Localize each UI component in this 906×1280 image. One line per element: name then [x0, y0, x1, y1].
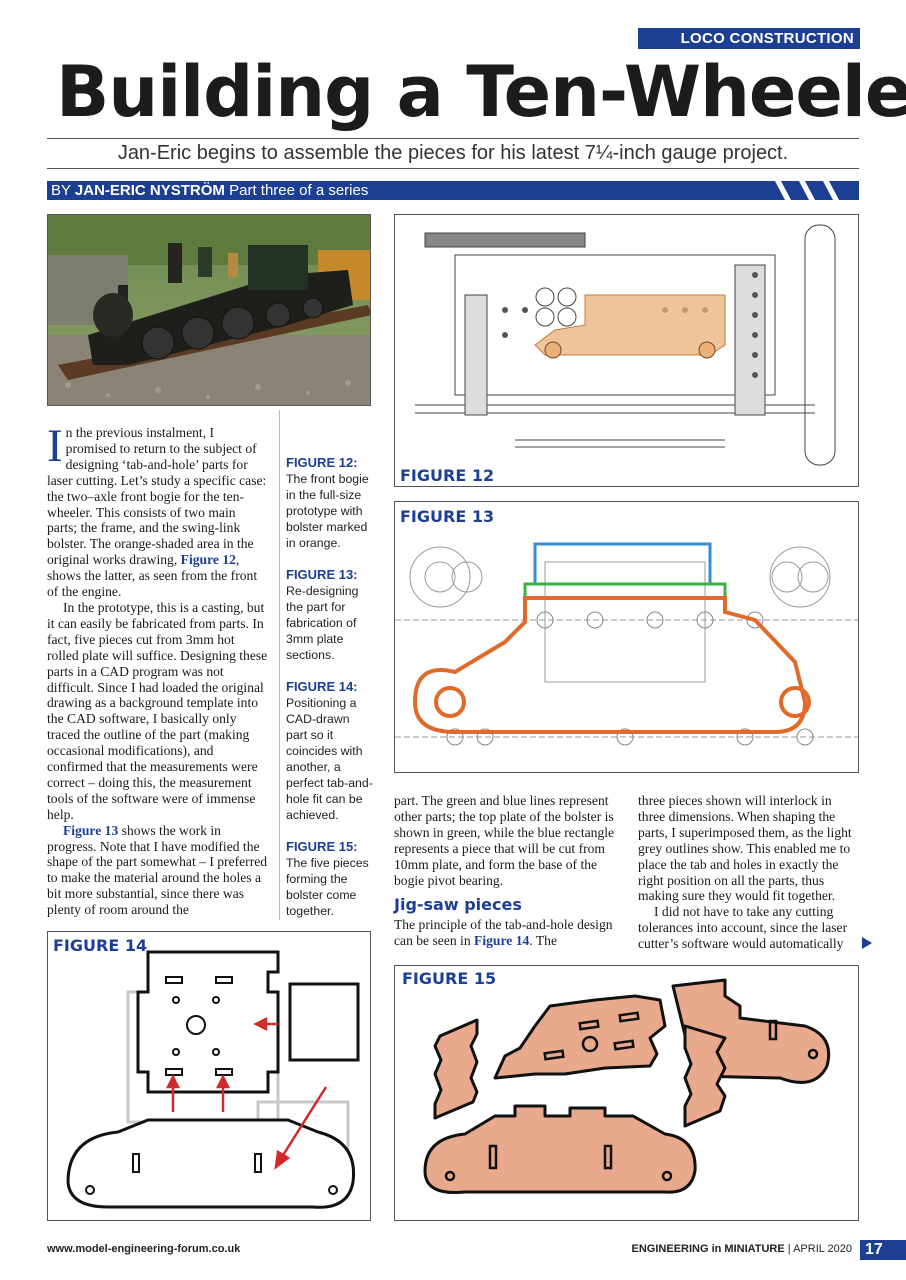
paragraph: I did not have to take any cutting toler…: [638, 904, 848, 952]
paragraph-text: n the previous instalment, I promised to…: [47, 425, 267, 568]
paragraph: In the prototype, this is a casting, but…: [47, 599, 268, 822]
article-title: Building a Ten-Wheeler: [56, 51, 906, 133]
paragraph: three pieces shown will interlock in thr…: [638, 793, 852, 904]
locomotive-photo: [47, 214, 371, 406]
article-column-3: three pieces shown will interlock in thr…: [638, 793, 860, 952]
caption-text: The five pieces forming the bolster come…: [286, 856, 369, 918]
section-subheading: Jig-saw pieces: [394, 895, 522, 915]
article-subtitle: Jan-Eric begins to assemble the pieces f…: [117, 142, 789, 164]
figure-reference: Figure 12: [180, 552, 236, 568]
footer-url[interactable]: www.model-engineering-forum.co.uk: [47, 1243, 241, 1255]
assembled-pieces-drawing: [423, 978, 831, 1195]
figure-13: FIGURE 13: [394, 501, 859, 773]
page-number: 17: [860, 1240, 906, 1260]
continue-arrow-icon: [862, 937, 872, 949]
caption-heading: FIGURE 13:: [286, 567, 358, 582]
figure-12: FIGURE 12: [394, 214, 859, 487]
figure-reference: Figure 13: [63, 822, 119, 838]
figure-15: FIGURE 15: [394, 965, 859, 1221]
issue-date: | APRIL 2020: [784, 1243, 852, 1255]
paragraph: part. The green and blue lines represent…: [394, 793, 615, 888]
figure-reference: Figure 14: [474, 933, 530, 949]
divider: [47, 168, 859, 169]
redesign-drawing: [395, 542, 858, 746]
byline-bar: BY JAN-ERIC NYSTRÖM Part three of a seri…: [47, 181, 859, 200]
tab-and-hole-drawing: [66, 950, 360, 1209]
figure-label: FIGURE 13: [400, 507, 495, 526]
magazine-name: ENGINEERING in MINIATURE: [631, 1243, 785, 1255]
drop-cap: I: [47, 420, 63, 472]
caption-heading: FIGURE 14:: [286, 679, 358, 694]
column-divider: [279, 410, 280, 920]
caption-text: Positioning a CAD-drawn part so it coinc…: [286, 696, 373, 822]
figure-14: FIGURE 14: [47, 931, 371, 1221]
byline-series: Part three of a series: [229, 182, 369, 199]
figure-label: FIGURE 14: [53, 936, 148, 955]
figure-label: FIGURE 12: [400, 466, 495, 485]
figure-label: FIGURE 15: [402, 969, 497, 988]
caption-heading: FIGURE 12:: [286, 455, 358, 470]
article-column-2: part. The green and blue lines represent…: [394, 793, 618, 949]
paragraph-text: shows the work in progress. Note that I …: [47, 822, 268, 918]
paragraph-text: , shows the latter, as seen from the fro…: [47, 552, 258, 600]
byline-author: JAN-ERIC NYSTRÖM: [74, 182, 225, 199]
bogie-drawing: [415, 224, 836, 466]
footer-magazine: ENGINEERING in MINIATURE | APRIL 2020: [560, 1243, 852, 1255]
divider: [47, 138, 859, 139]
decorative-stripes: [769, 181, 859, 200]
section-tag: LOCO CONSTRUCTION: [638, 28, 860, 49]
figure-captions: FIGURE 12: The front bogie in the full-s…: [286, 455, 374, 919]
caption-heading: FIGURE 15:: [286, 839, 358, 854]
paragraph-text: . The: [529, 933, 557, 949]
paragraph-text: The principle of the tab-and-hole design…: [394, 917, 613, 949]
byline-prefix: BY: [51, 182, 71, 199]
caption-text: The front bogie in the full-size prototy…: [286, 472, 369, 550]
caption-text: Re-designing the part for fabrication of…: [286, 584, 359, 662]
